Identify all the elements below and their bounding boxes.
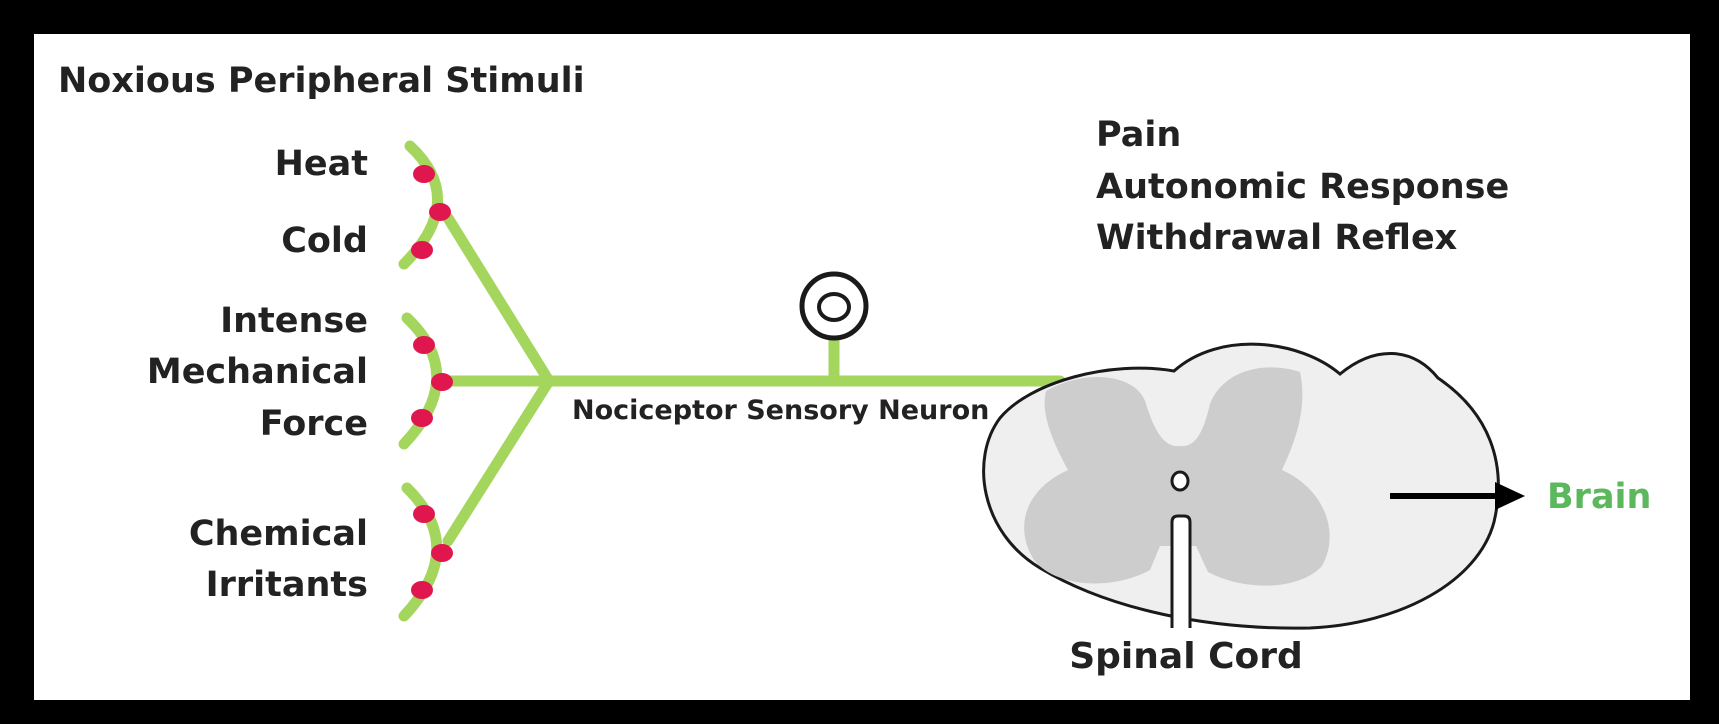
arrow-to-brain [1390,482,1525,510]
receptor-dot [413,336,435,354]
dendrite-branch-upper [442,212,555,387]
nociceptor-neuron [398,140,1066,622]
response-autonomic: Autonomic Response [1096,167,1509,207]
stimulus-label-mechanical-2: Mechanical [147,352,368,392]
arrow-head-icon [1495,482,1525,510]
receptor-dot [411,409,433,427]
soma-nucleus [817,292,851,322]
central-canal [1170,470,1190,492]
stimulus-label-mechanical-1: Intense [220,301,368,341]
spinal-cord-label: Spinal Cord [1069,636,1303,677]
receptor-dot [429,203,451,221]
receptor-dot [411,581,433,599]
neuron-cell-body [799,271,869,341]
response-withdrawal: Withdrawal Reflex [1096,218,1458,258]
receptor-dot [413,505,435,523]
neuron-label: Nociceptor Sensory Neuron [572,395,989,426]
response-pain: Pain [1096,115,1181,155]
spinal-cord-cross-section [982,342,1500,630]
stimulus-label-cold: Cold [281,221,368,261]
stimulus-label-chemical-1: Chemical [189,514,368,554]
receptor-dot [431,544,453,562]
stimulus-label-chemical-2: Irritants [206,565,368,605]
receptor-dot [411,241,433,259]
diagram-title: Noxious Peripheral Stimuli [58,61,585,101]
dendrite-branch-lower [442,375,555,547]
brain-label: Brain [1547,477,1651,517]
receptor-dot [431,373,453,391]
nociceptor-receptors [411,165,453,599]
stimulus-label-mechanical-3: Force [260,404,368,444]
anterior-median-fissure [1170,514,1192,628]
receptor-dot [413,165,435,183]
stimulus-label-heat: Heat [275,144,368,184]
